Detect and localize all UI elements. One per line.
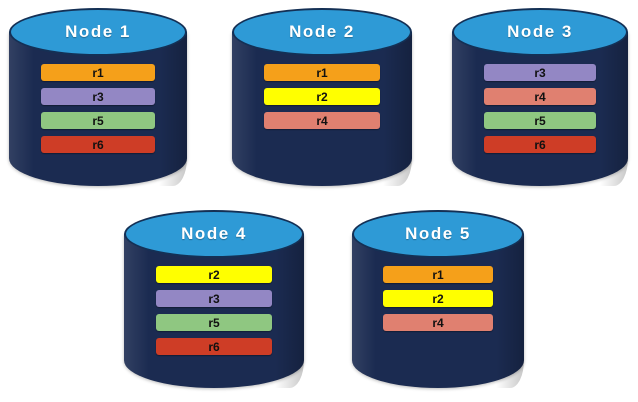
replica-list: r1 r3 r5 r6 [9, 64, 187, 153]
node-label: Node 4 [181, 224, 247, 243]
replica-bar-r4[interactable]: r4 [264, 112, 380, 129]
node-label: Node 1 [65, 22, 131, 41]
replica-bar-r2[interactable]: r2 [156, 266, 272, 283]
replica-bar-r1[interactable]: r1 [382, 266, 494, 283]
replica-bar-r2[interactable]: r2 [382, 290, 494, 307]
replica-bar-r5[interactable]: r5 [156, 314, 272, 331]
replica-bar-r2[interactable]: r2 [264, 88, 380, 105]
replica-bar-r6[interactable]: r6 [156, 338, 272, 355]
node-label: Node 2 [289, 22, 355, 41]
database-node-1[interactable]: Node 1 r1 r3 r5 r6 [9, 8, 187, 186]
replica-bar-r4[interactable]: r4 [382, 314, 494, 331]
cylinder-top-disc: Node 2 [232, 8, 412, 56]
cylinder-body [352, 234, 524, 388]
replica-bar-r6[interactable]: r6 [41, 136, 155, 153]
replica-list: r1 r2 r4 [352, 266, 524, 331]
replica-bar-r1[interactable]: r1 [41, 64, 155, 81]
replica-bar-r3[interactable]: r3 [156, 290, 272, 307]
replica-bar-r5[interactable]: r5 [41, 112, 155, 129]
cylinder-body [452, 32, 628, 186]
replica-bar-r3[interactable]: r3 [483, 64, 597, 81]
database-node-3[interactable]: Node 3 r3 r4 r5 r6 [452, 8, 628, 186]
database-node-2[interactable]: Node 2 r1 r2 r4 [232, 8, 412, 186]
cylinder-body [124, 234, 304, 388]
cylinder-top-disc: Node 5 [352, 210, 524, 258]
replica-bar-r4[interactable]: r4 [483, 88, 597, 105]
replica-list: r3 r4 r5 r6 [452, 64, 628, 153]
database-node-5[interactable]: Node 5 r1 r2 r4 [352, 210, 524, 388]
cylinder-top-disc: Node 1 [9, 8, 187, 56]
cylinder-top-disc: Node 3 [452, 8, 628, 56]
replica-list: r2 r3 r5 r6 [124, 266, 304, 355]
replica-list: r1 r2 r4 [232, 64, 412, 129]
cylinder-body [232, 32, 412, 186]
replica-bar-r3[interactable]: r3 [41, 88, 155, 105]
cylinder-body [9, 32, 187, 186]
database-node-4[interactable]: Node 4 r2 r3 r5 r6 [124, 210, 304, 388]
replica-bar-r1[interactable]: r1 [264, 64, 380, 81]
cylinder-top-disc: Node 4 [124, 210, 304, 258]
replica-bar-r6[interactable]: r6 [483, 136, 597, 153]
node-label: Node 5 [405, 224, 471, 243]
replica-bar-r5[interactable]: r5 [483, 112, 597, 129]
node-label: Node 3 [507, 22, 573, 41]
